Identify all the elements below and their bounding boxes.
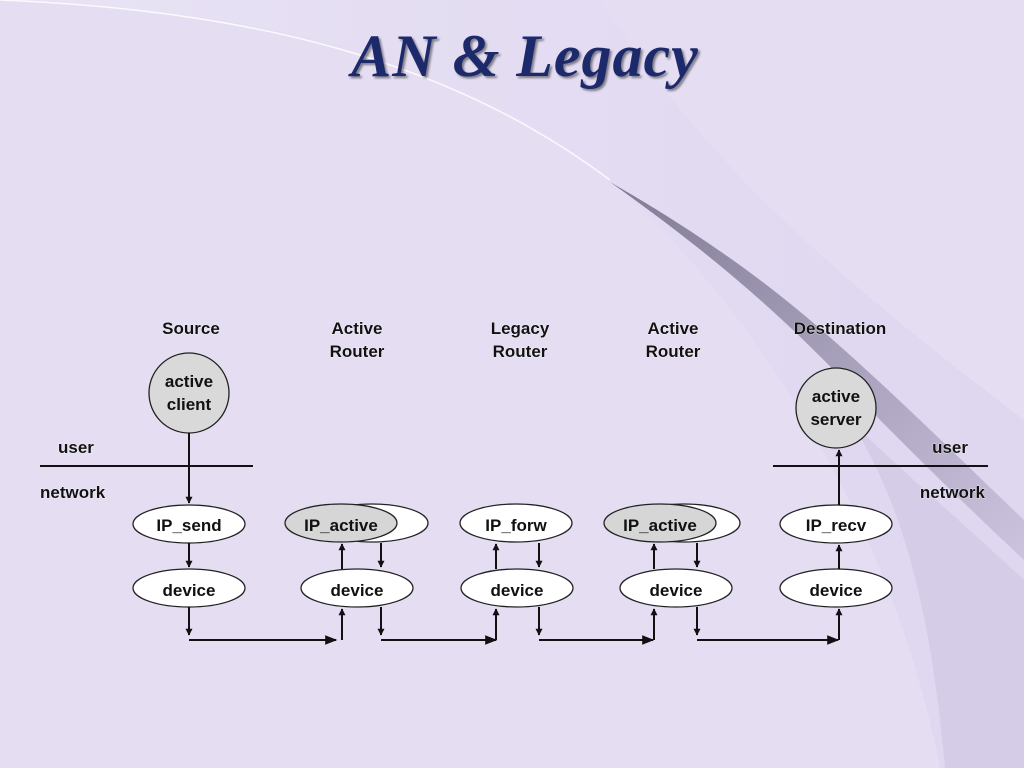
device-label-active-router-1: device [331, 581, 384, 600]
slide-title: AN & Legacy [351, 23, 699, 89]
active-server-node [795, 367, 877, 449]
column-header-active-router-1: Active [331, 319, 382, 338]
device-label-legacy-router: device [491, 581, 544, 600]
ip-active-2-node [603, 503, 717, 543]
device-label-active-router-2: device [650, 581, 703, 600]
user-layer-label-right: user [932, 438, 968, 457]
column-header-active-router-1-line2: Router [330, 342, 385, 361]
ip-recv-node [779, 504, 893, 544]
active-server-label-1: active [812, 387, 860, 406]
ip-active-1-node [284, 503, 398, 543]
device-node-legacy-router [460, 568, 574, 608]
device-node-destination [779, 568, 893, 608]
ip-send-label: IP_send [156, 516, 221, 535]
device-node-active-router-1 [300, 568, 414, 608]
ip-recv-label: IP_recv [806, 516, 867, 535]
active-client-label-2: client [167, 395, 212, 414]
ip-forw-label: IP_forw [485, 516, 547, 535]
column-header-legacy-router-line2: Router [493, 342, 548, 361]
ip-active-1-label: IP_active [304, 516, 378, 535]
user-layer-label-left: user [58, 438, 94, 457]
active-server-label-2: server [810, 410, 861, 429]
network-layer-label-left: network [40, 483, 106, 502]
device-label-source: device [163, 581, 216, 600]
column-header-active-router-2-line2: Router [646, 342, 701, 361]
device-node-active-router-2 [619, 568, 733, 608]
ip-active-2-label: IP_active [623, 516, 697, 535]
active-client-node [148, 352, 230, 434]
column-header-active-router-2: Active [647, 319, 698, 338]
network-layer-label-right: network [920, 483, 986, 502]
column-header-source: Source [162, 319, 220, 338]
ip-forw-node [459, 503, 573, 543]
column-header-legacy-router: Legacy [491, 319, 550, 338]
column-header-destination: Destination [794, 319, 887, 338]
device-label-destination: device [810, 581, 863, 600]
active-client-label-1: active [165, 372, 213, 391]
